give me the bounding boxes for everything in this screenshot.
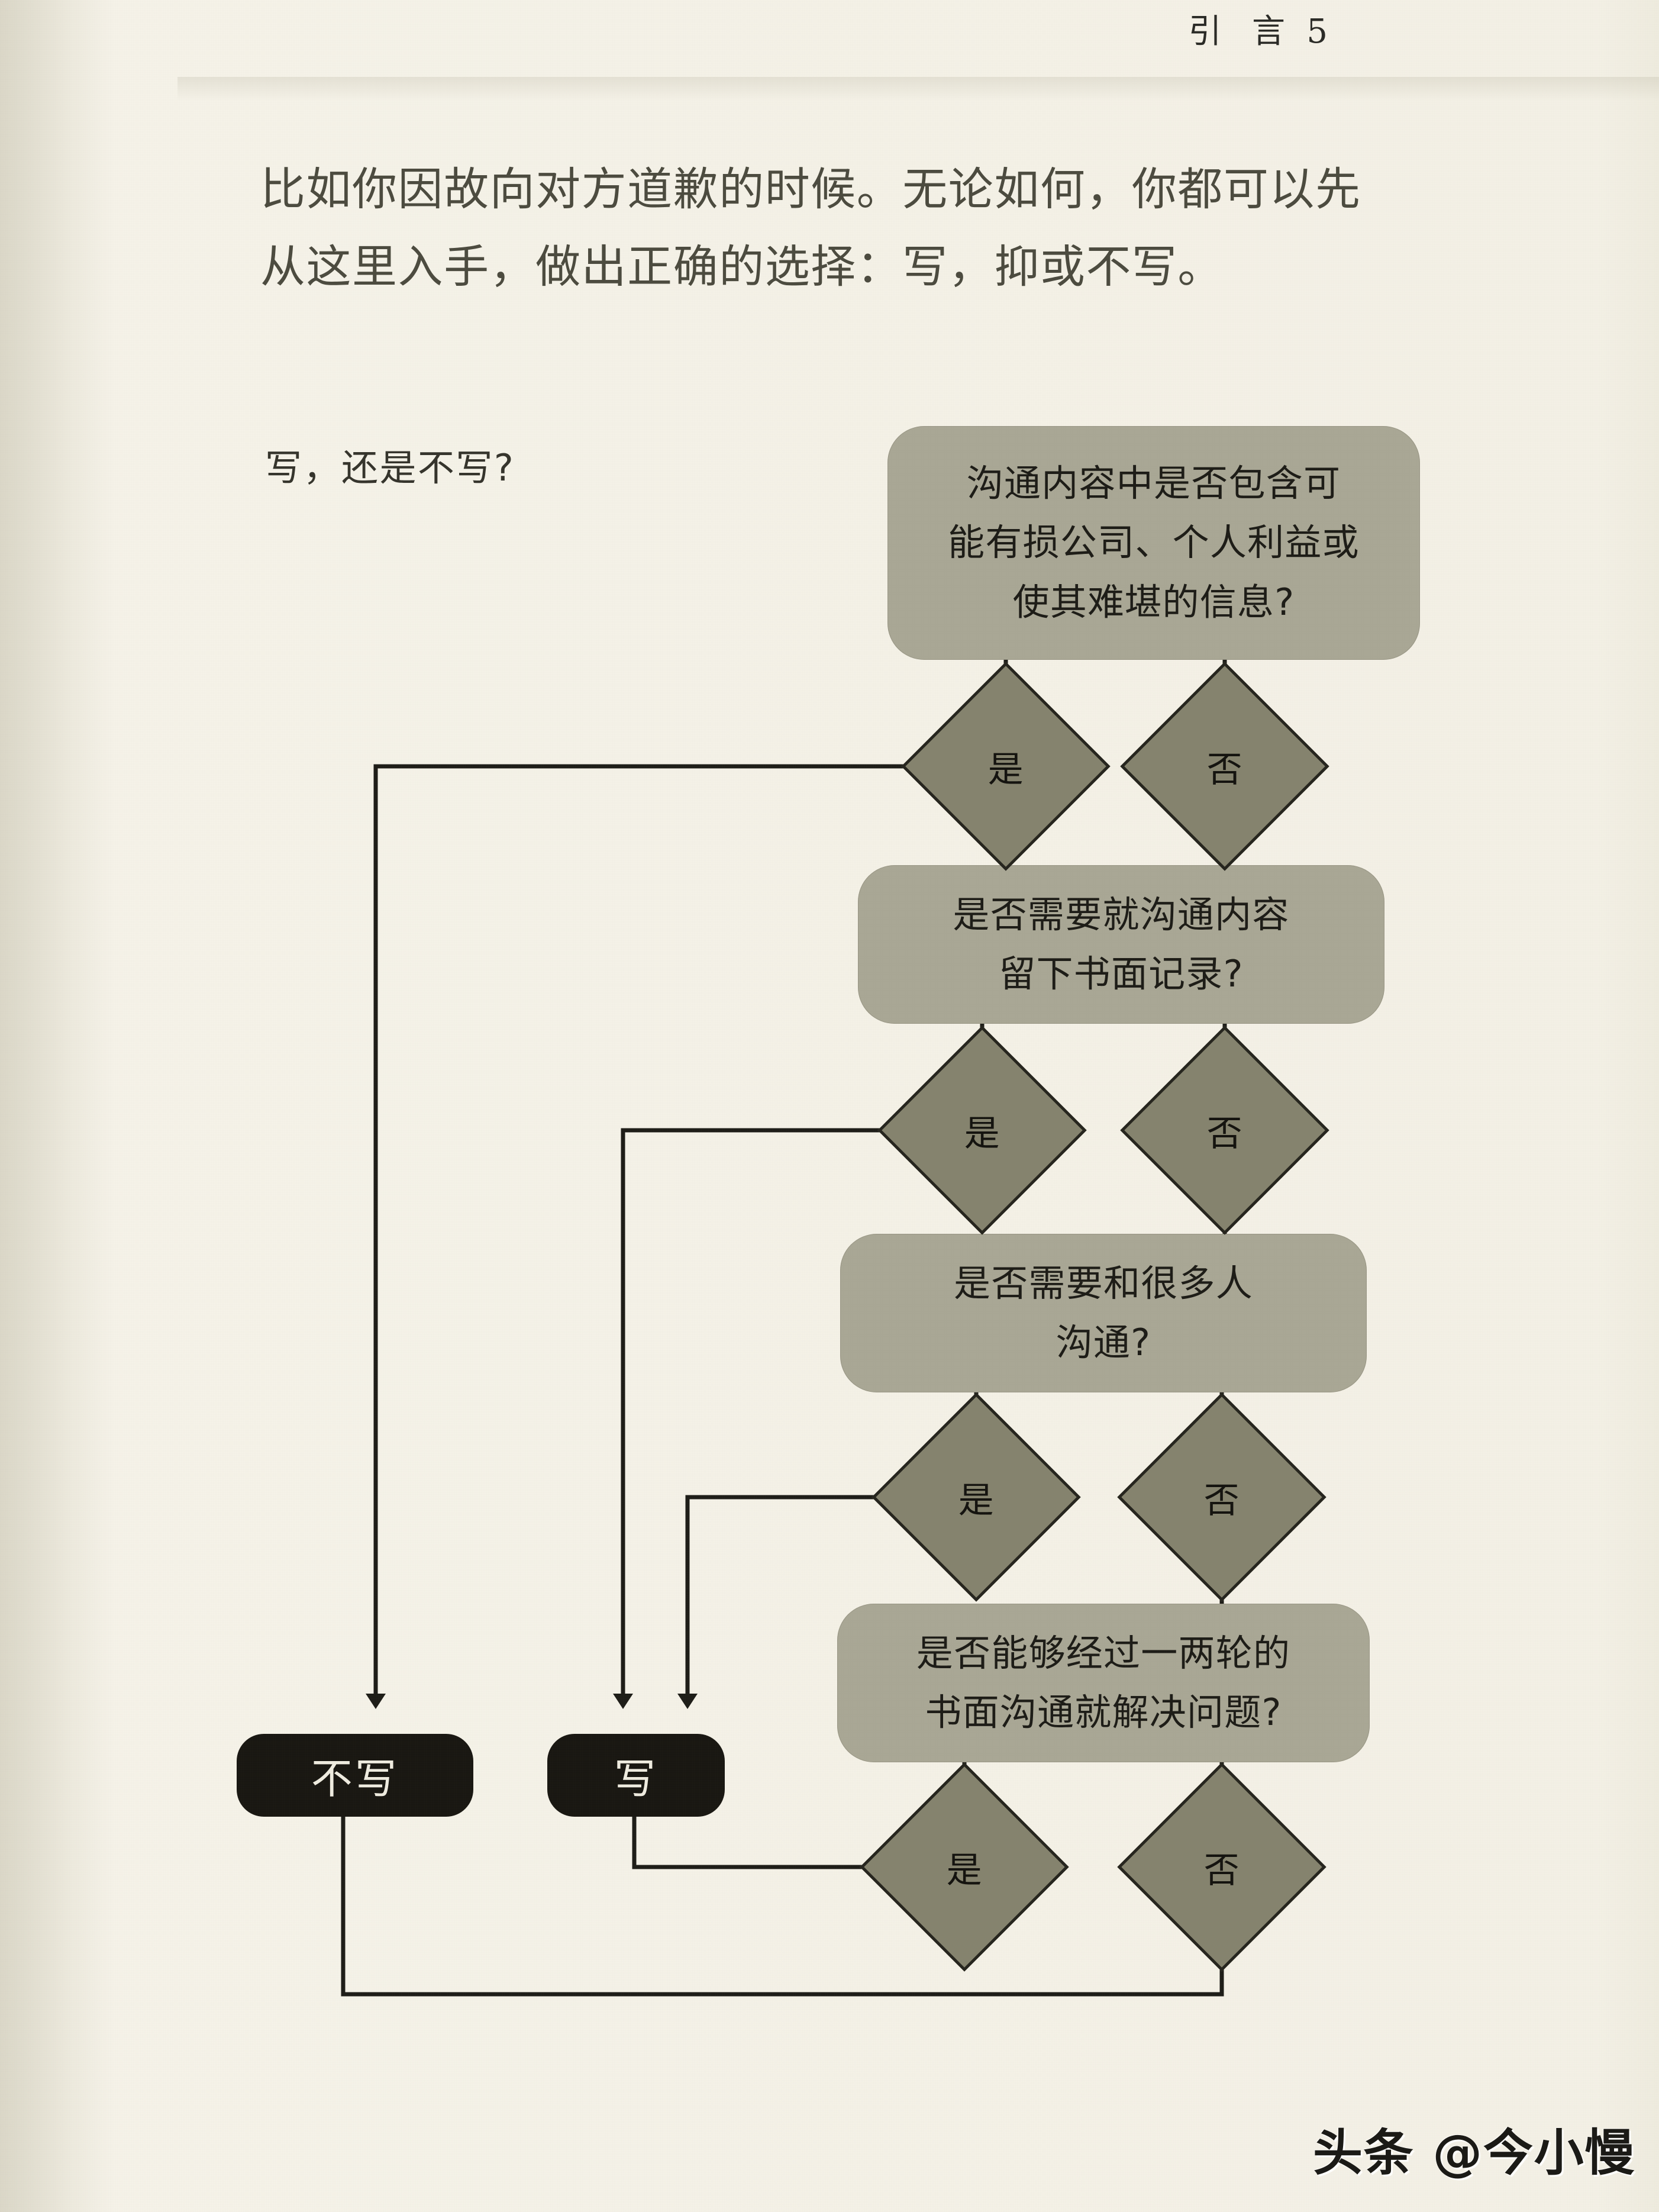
wire-d4no-nowrite: [333, 1800, 1224, 1997]
wire-d4yes-write: [624, 1800, 890, 1869]
q2-line-2: 留下书面记录?: [999, 952, 1244, 995]
terminal-write[interactable]: 写: [547, 1734, 725, 1817]
q3-line-2: 沟通?: [1056, 1321, 1151, 1364]
decision-d1-yes-label: 是: [988, 749, 1024, 791]
page-number: 5: [1306, 12, 1328, 51]
process-node-q4[interactable]: 是否能够经过一两轮的 书面沟通就解决问题?: [837, 1604, 1370, 1762]
q1-line-3: 使其难堪的信息?: [1012, 580, 1295, 624]
q1-line-1: 沟通内容中是否包含可: [966, 461, 1341, 505]
decision-d2-yes-label: 是: [964, 1113, 1000, 1155]
wire-d1yes-nowrite: [366, 764, 929, 1709]
terminal-write-label: 写: [614, 1754, 659, 1803]
decision-d4-no-label: 否: [1204, 1849, 1240, 1891]
decision-d2-no-label: 否: [1207, 1113, 1242, 1155]
chapter-label: 引 言: [1188, 12, 1295, 51]
terminal-do-not-write[interactable]: 不写: [237, 1734, 473, 1817]
q3-line-1: 是否需要和很多人: [954, 1261, 1253, 1305]
running-head: 引 言 5: [0, 5, 1659, 53]
body-paragraph: 比如你因故向对方道歉的时候。无论如何，你都可以先 从这里入手，做出正确的选择：写…: [260, 151, 1479, 305]
process-node-q3[interactable]: 是否需要和很多人 沟通?: [840, 1234, 1367, 1392]
q1-line-2: 能有损公司、个人利益或: [948, 521, 1360, 565]
q4-line-1: 是否能够经过一两轮的: [916, 1631, 1291, 1675]
body-line-1: 比如你因故向对方道歉的时候。无论如何，你都可以先: [260, 163, 1361, 215]
process-node-q1[interactable]: 沟通内容中是否包含可 能有损公司、个人利益或 使其难堪的信息?: [887, 426, 1420, 660]
q2-line-1: 是否需要就沟通内容: [953, 892, 1290, 936]
q4-line-2: 书面沟通就解决问题?: [925, 1691, 1282, 1734]
decision-d1-no-label: 否: [1207, 749, 1242, 791]
flowchart-title: 写，还是不写?: [265, 446, 515, 489]
watermark: 头条 @今小慢: [1312, 2124, 1635, 2182]
process-node-q2[interactable]: 是否需要就沟通内容 留下书面记录?: [858, 865, 1384, 1024]
wire-d3yes-write: [677, 1495, 902, 1709]
decision-d3-no-label: 否: [1204, 1479, 1240, 1521]
wire-d2yes-write: [613, 1128, 905, 1709]
body-line-2: 从这里入手，做出正确的选择：写，抑或不写。: [260, 240, 1224, 293]
terminal-do-not-write-label: 不写: [311, 1754, 399, 1803]
decision-d3-yes-label: 是: [958, 1479, 994, 1521]
decision-d4-yes-label: 是: [947, 1849, 982, 1891]
